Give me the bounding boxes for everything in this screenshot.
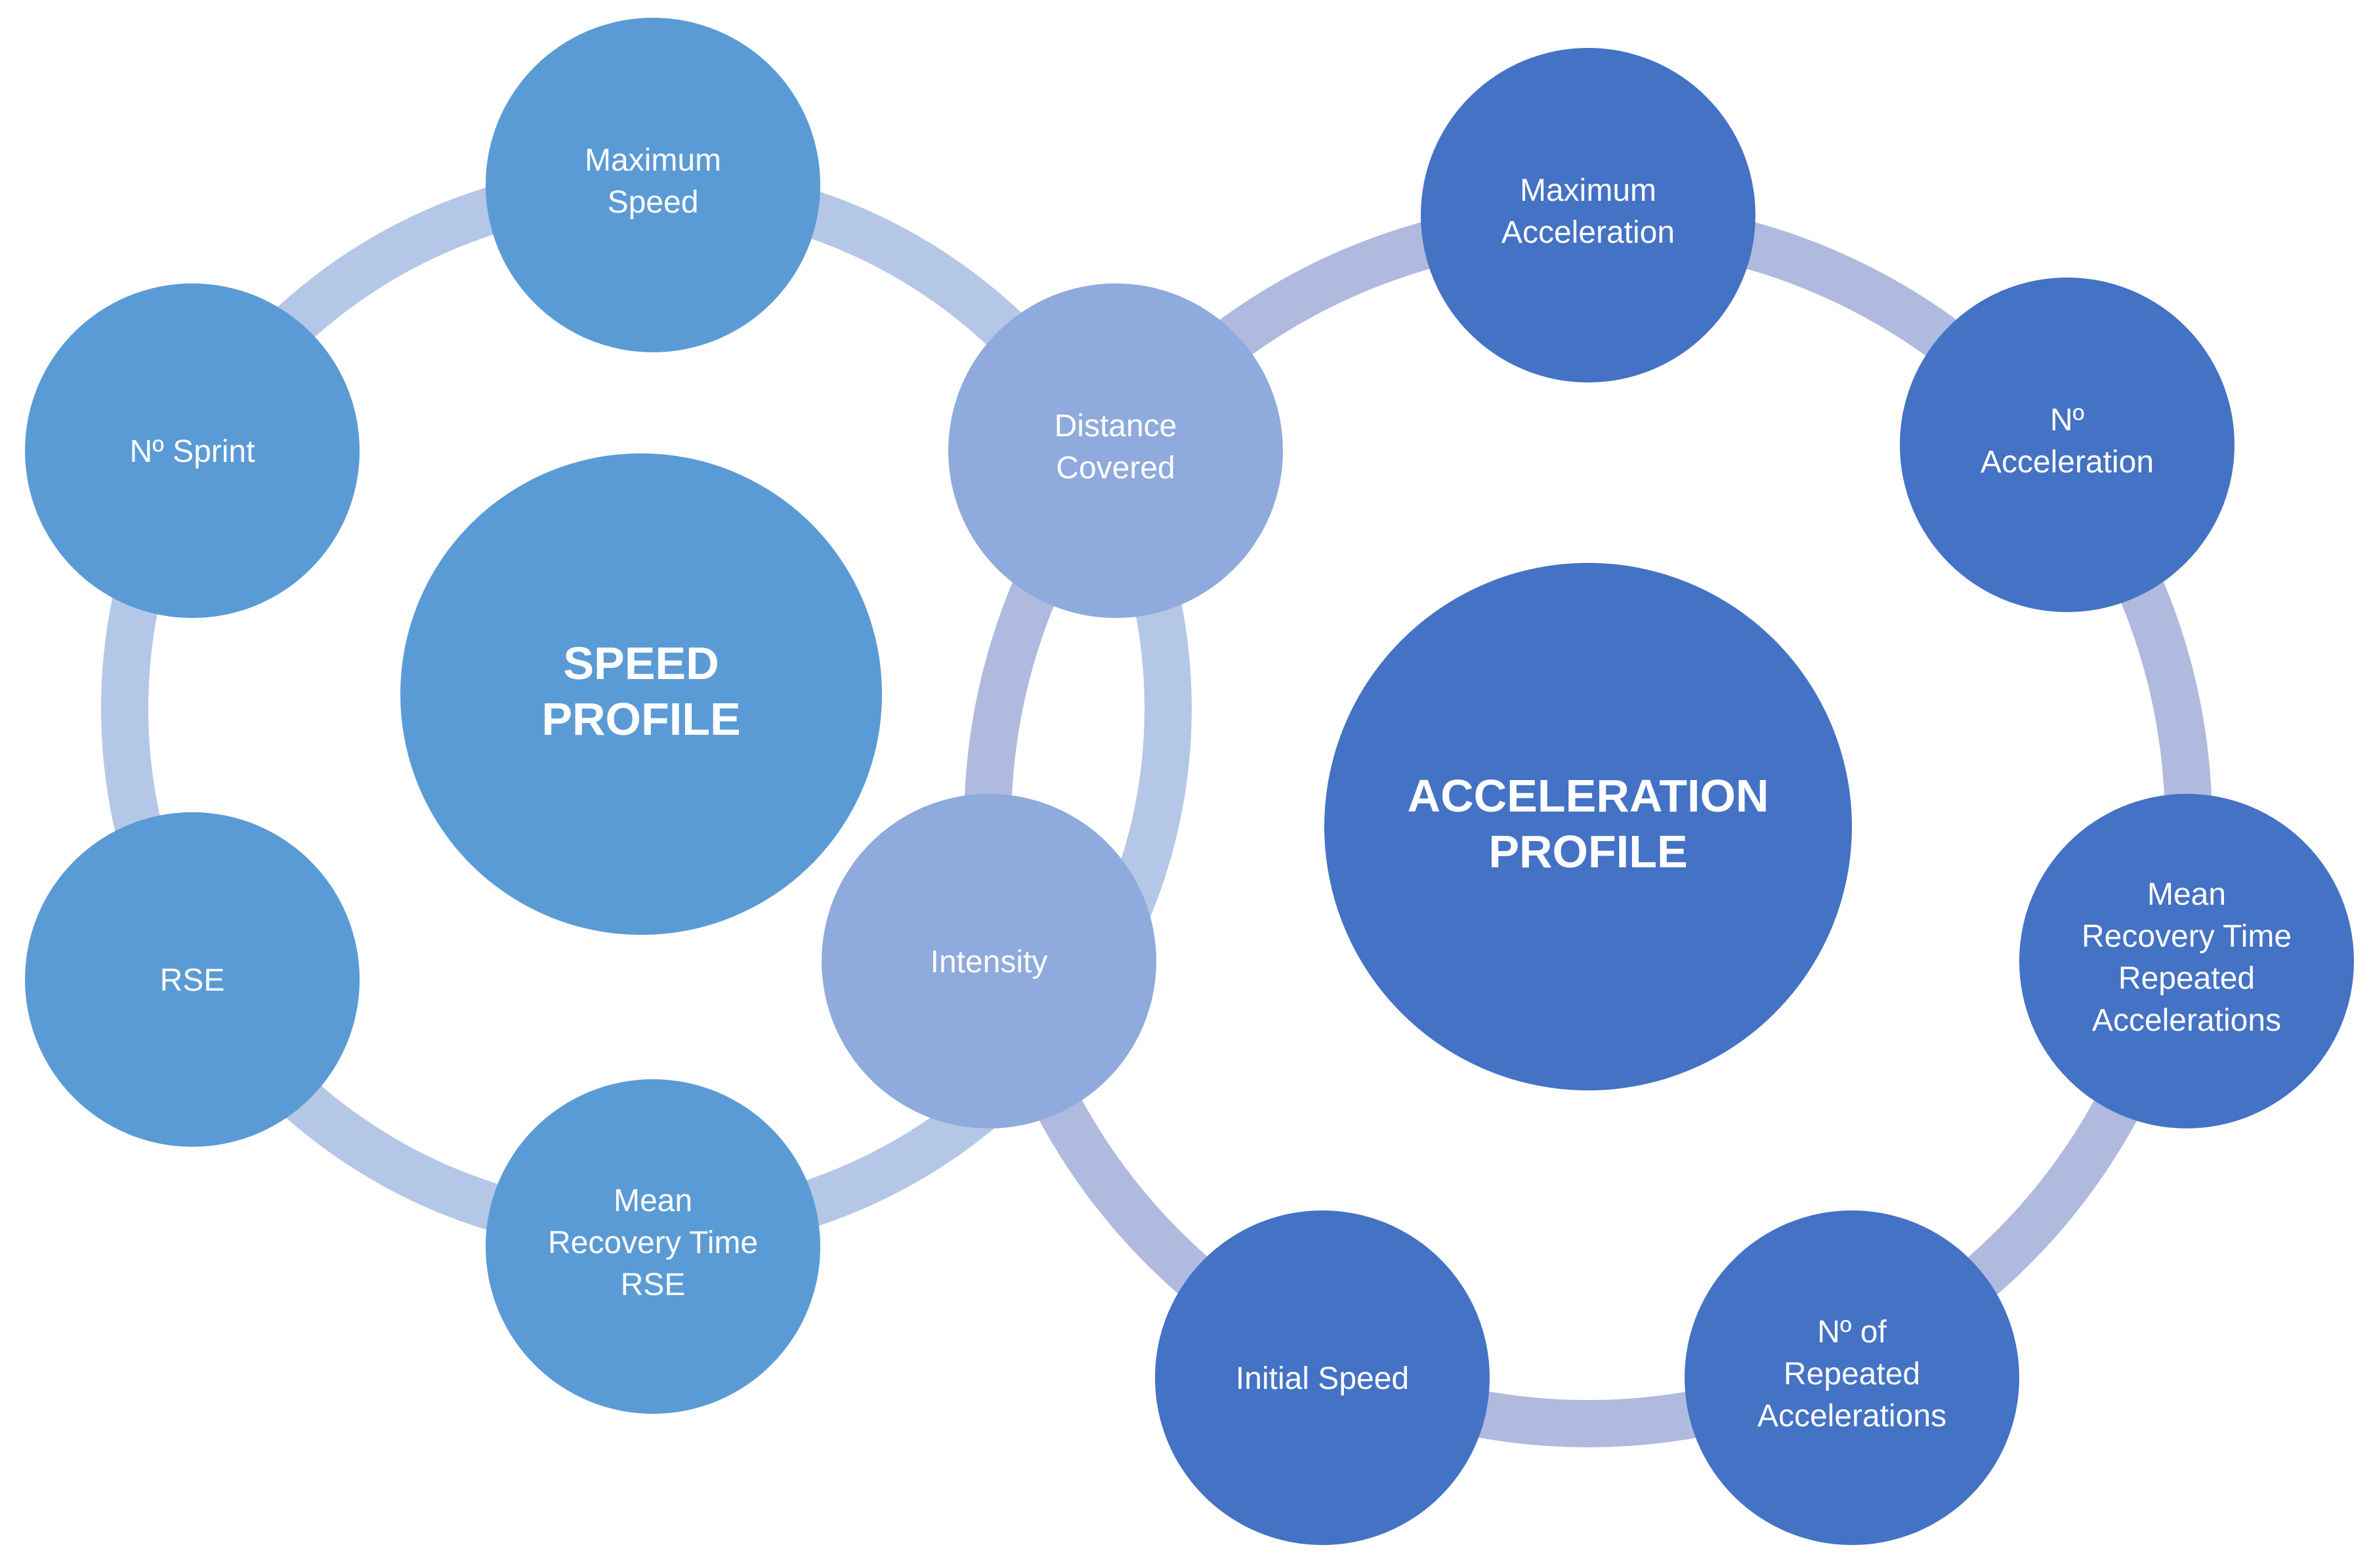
- speed-profile-title-line-2: PROFILE: [541, 693, 740, 745]
- n-repeated-accelerations-line-3: Accelerations: [1757, 1399, 1946, 1434]
- mean-recovery-time-repeated-line-1: Mean: [2147, 877, 2226, 912]
- rse-node: RSE: [25, 812, 360, 1147]
- maximum-acceleration-node: Maximum Acceleration: [1421, 48, 1755, 382]
- mean-recovery-time-repeated-line-2: Recovery Time: [2082, 919, 2292, 954]
- intensity-node: Intensity: [822, 794, 1156, 1128]
- maximum-acceleration-line-1: Maximum: [1520, 173, 1656, 208]
- maximum-speed-node: Maximum Speed: [486, 18, 820, 352]
- mean-recovery-time-repeated-line-4: Accelerations: [2092, 1003, 2281, 1038]
- acceleration-profile-title-line-2: PROFILE: [1488, 826, 1687, 877]
- distance-covered-node: Distance Covered: [948, 283, 1283, 618]
- speed-profile-title-line-1: SPEED: [563, 638, 719, 689]
- initial-speed-node: Initial Speed: [1155, 1210, 1490, 1545]
- acceleration-profile-title-line-1: ACCELERATION: [1408, 770, 1769, 821]
- n-repeated-accelerations-node: Nº of Repeated Accelerations: [1685, 1210, 2019, 1545]
- acceleration-profile-center-node: ACCELERATION PROFILE: [1324, 563, 1852, 1090]
- n-sprint-label: Nº Sprint: [130, 434, 255, 469]
- mean-recovery-time-rse-line-2: Recovery Time: [548, 1226, 758, 1260]
- maximum-acceleration-line-2: Acceleration: [1501, 215, 1675, 250]
- speed-profile-center-node: SPEED PROFILE: [400, 453, 882, 935]
- n-acceleration-line-2: Acceleration: [1981, 445, 2154, 480]
- maximum-speed-line-2: Speed: [608, 185, 699, 220]
- mean-recovery-time-repeated-line-3: Repeated: [2118, 961, 2255, 996]
- n-acceleration-node: Nº Acceleration: [1900, 278, 2235, 612]
- distance-covered-line-2: Covered: [1056, 451, 1175, 485]
- rse-label: RSE: [160, 963, 225, 998]
- mean-recovery-time-rse-line-3: RSE: [621, 1268, 686, 1302]
- n-acceleration-line-1: Nº: [2050, 403, 2084, 438]
- mean-recovery-time-rse-node: Mean Recovery Time RSE: [486, 1079, 820, 1414]
- distance-covered-line-1: Distance: [1055, 409, 1177, 444]
- intensity-label: Intensity: [931, 945, 1048, 980]
- maximum-speed-line-1: Maximum: [585, 143, 721, 178]
- initial-speed-label: Initial Speed: [1236, 1361, 1409, 1396]
- n-repeated-accelerations-line-1: Nº of: [1817, 1315, 1887, 1350]
- mean-recovery-time-repeated-accelerations-node: Mean Recovery Time Repeated Acceleration…: [2019, 794, 2354, 1128]
- mean-recovery-time-rse-line-1: Mean: [614, 1184, 692, 1218]
- n-sprint-node: Nº Sprint: [25, 283, 360, 618]
- n-repeated-accelerations-line-2: Repeated: [1784, 1357, 1920, 1392]
